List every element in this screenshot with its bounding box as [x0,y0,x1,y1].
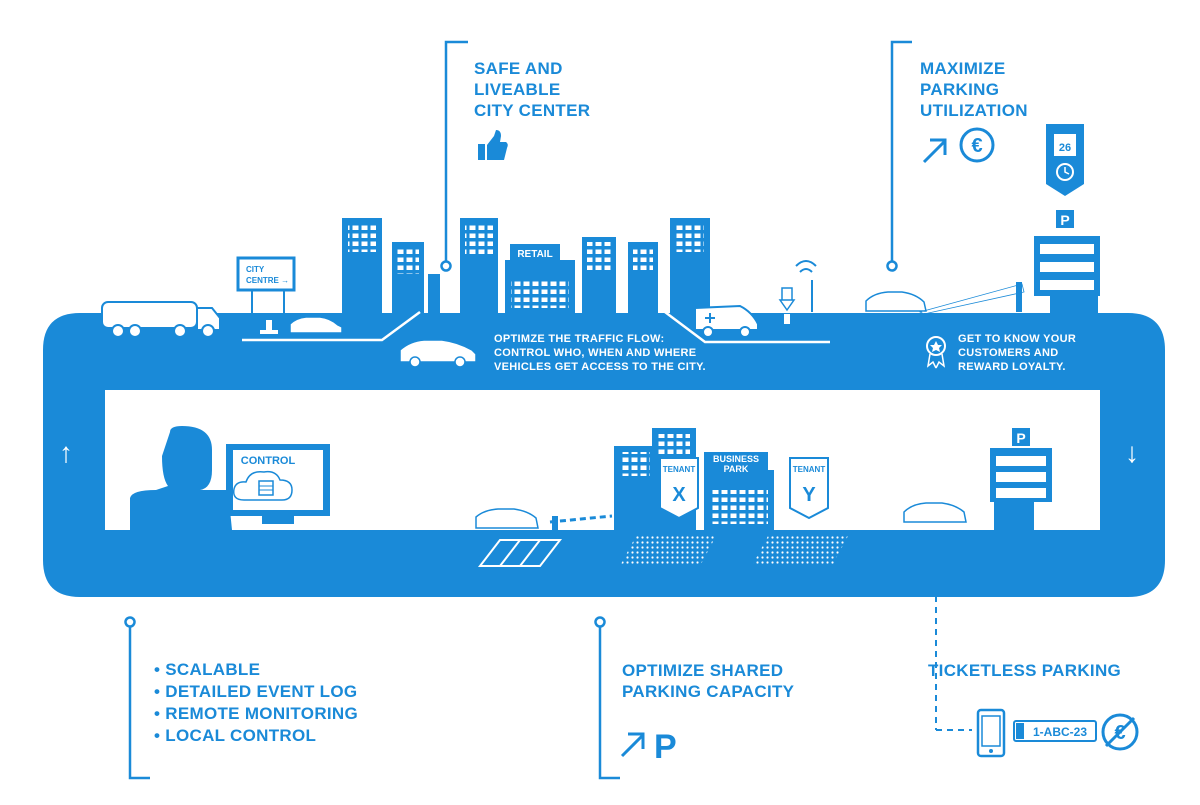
bullet-icon: • [154,682,161,701]
loyalty-line-3: REWARD LOYALTY. [958,361,1066,373]
loyalty-line-2: CUSTOMERS AND [958,347,1059,359]
car-top-3 [865,291,927,312]
leader-lines [124,40,912,780]
barrier-post-top [1016,282,1022,312]
control-label: CONTROL [241,455,296,467]
bullet-icon: • [154,726,161,745]
loop-arrow-up-icon: ↑ [59,437,73,468]
loyalty-callout: GET TO KNOW YOUR CUSTOMERS AND REWARD LO… [958,332,1076,374]
business-park-line-1: BUSINESS [713,454,759,464]
bullet-icon: • [154,704,161,723]
feature-item: • DETAILED EVENT LOG [154,681,358,703]
arrow-up-right-icon [922,138,947,164]
license-plate-icon: 1-ABC-23 [1013,720,1097,742]
road-edge-left [242,310,421,342]
city-centre-sign: CITY CENTRE → [236,256,296,314]
traffic-flow-line-2: CONTROL WHO, WHEN AND WHERE [494,347,697,359]
svg-text:€: € [971,135,982,157]
car-top-1 [289,316,343,334]
feature-item: • REMOTE MONITORING [154,703,358,725]
rising-bollard [778,260,817,324]
feature-remote-monitoring: REMOTE MONITORING [165,704,359,723]
parking-garage-top: P [1034,210,1100,316]
no-euro-icon: € [1101,713,1139,751]
retail-sign-label: RETAIL [517,249,552,260]
phone-icon [976,708,1006,758]
parking-garage-inner: P [990,428,1052,530]
ticketless-callout: TICKETLESS PARKING [928,660,1121,681]
business-park: BUSINESS PARK TENANT X TENANT Y [614,428,829,530]
city-centre-line-1: CITY [246,265,265,274]
shared-parking-line-2: PARKING CAPACITY [622,682,795,701]
operator-figure [130,426,232,530]
license-plate-number: 1-ABC-23 [1033,725,1087,739]
parking-spots [477,536,848,567]
shared-parking-callout: OPTIMIZE SHARED PARKING CAPACITY [622,660,794,702]
safe-city-line-2: LIVEABLE [474,80,561,99]
ticketless-title: TICKETLESS PARKING [928,661,1122,680]
parking-sign-inner: P [1016,430,1025,446]
tenant-y-banner [789,457,829,520]
features-list: • SCALABLE • DETAILED EVENT LOG • REMOTE… [154,659,358,747]
parking-sign-top: P [1060,212,1069,228]
tenant-x-letter: X [672,484,686,506]
loyalty-line-1: GET TO KNOW YOUR [958,333,1077,345]
anpr-beam [918,283,1025,315]
entry-barrier [549,514,613,530]
tenant-x-label: TENANT [663,465,696,474]
tenant-x-banner [659,457,699,520]
award-badge-icon [926,336,946,369]
feature-item: • SCALABLE [154,659,358,681]
maximize-parking-line-1: MAXIMIZE [920,59,1006,78]
bollard-left [260,320,278,334]
feature-item: • LOCAL CONTROL [154,725,358,747]
city-skyline: RETAIL [342,218,710,314]
calendar-day: 26 [1059,142,1071,154]
safe-city-line-1: SAFE AND [474,59,563,78]
traffic-flow-line-1: OPTIMZE THE TRAFFIC FLOW: [494,333,665,345]
calendar-badge-icon: 26 [1046,124,1084,196]
ambulance [694,304,759,338]
traffic-flow-line-3: VEHICLES GET ACCESS TO THE CITY. [494,361,706,373]
bullet-icon: • [154,660,161,679]
city-centre-line-2: CENTRE → [246,276,289,285]
cloud-icon [232,470,293,501]
control-room: CONTROL [130,426,330,530]
loop-arrow-down-icon: ↓ [1125,437,1139,468]
truck [101,301,221,338]
shared-parking-arrow-icon [620,732,645,758]
euro-circle-icon: € [959,127,995,163]
parking-p-icon: P [654,728,677,766]
safe-city-line-3: CITY CENTER [474,101,591,120]
retail-sign [510,244,560,262]
car-top-2 [399,339,477,363]
traffic-flow-callout: OPTIMZE THE TRAFFIC FLOW: CONTROL WHO, W… [494,332,706,374]
business-park-line-2: PARK [724,464,749,474]
feature-local-control: LOCAL CONTROL [165,726,317,745]
road-edge-right [664,311,830,344]
maximize-parking-callout: MAXIMIZE PARKING UTILIZATION [920,58,1028,121]
feature-event-log: DETAILED EVENT LOG [165,682,358,701]
feature-scalable: SCALABLE [165,660,261,679]
tenant-y-label: TENANT [793,465,826,474]
loop-road [43,313,1165,597]
tower-3 [428,274,440,314]
maximize-parking-line-2: PARKING [920,80,1000,99]
car-inner-1 [475,508,539,529]
tenant-y-letter: Y [802,484,816,506]
safe-city-callout: SAFE AND LIVEABLE CITY CENTER [474,58,590,121]
car-inner-2 [903,502,967,523]
maximize-parking-line-3: UTILIZATION [920,101,1028,120]
thumbs-up-icon [478,130,508,160]
shared-parking-line-1: OPTIMIZE SHARED [622,661,784,680]
